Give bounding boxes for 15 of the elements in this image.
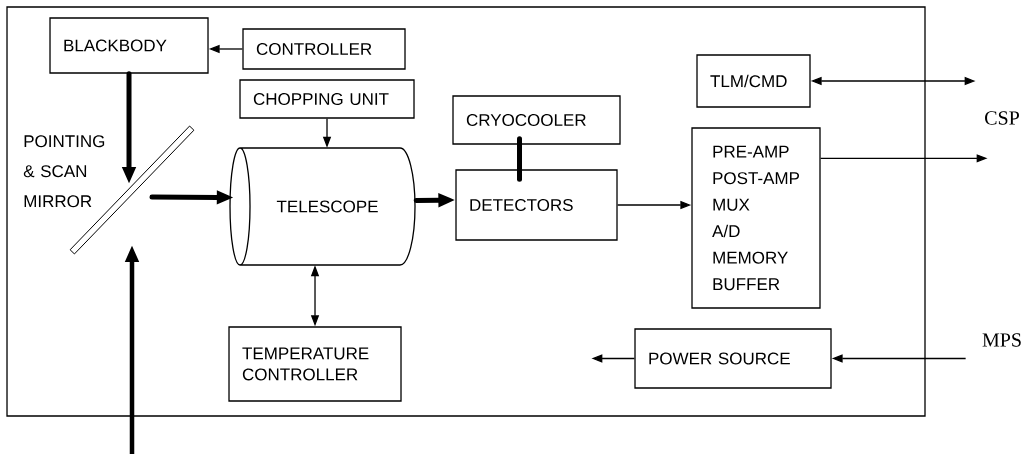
mirror-label: POINTING & SCAN MIRROR bbox=[23, 135, 105, 208]
block-box: POWER SOURCE bbox=[634, 328, 832, 389]
block-box: BLACKBODY bbox=[49, 17, 209, 74]
subsystem-frame bbox=[6, 6, 926, 417]
block-box: CRYOCOOLER bbox=[452, 95, 621, 145]
block-box: CHOPPING UNIT bbox=[239, 79, 415, 119]
block-box: TLM/CMD bbox=[696, 54, 811, 108]
signal-label: CSP bbox=[985, 111, 1019, 125]
block-box: DETECTORS bbox=[455, 169, 618, 241]
block-box: CONTROLLER bbox=[242, 28, 406, 70]
telescope-label: TELESCOPE bbox=[276, 200, 378, 213]
processing-box: PRE-AMP POST-AMP MUX A/D MEMORY BUFFER bbox=[691, 127, 821, 309]
connector-bar bbox=[517, 136, 522, 182]
block-box: TEMPERATURE CONTROLLER bbox=[228, 326, 402, 402]
signal-label: MPS bbox=[982, 333, 1021, 347]
